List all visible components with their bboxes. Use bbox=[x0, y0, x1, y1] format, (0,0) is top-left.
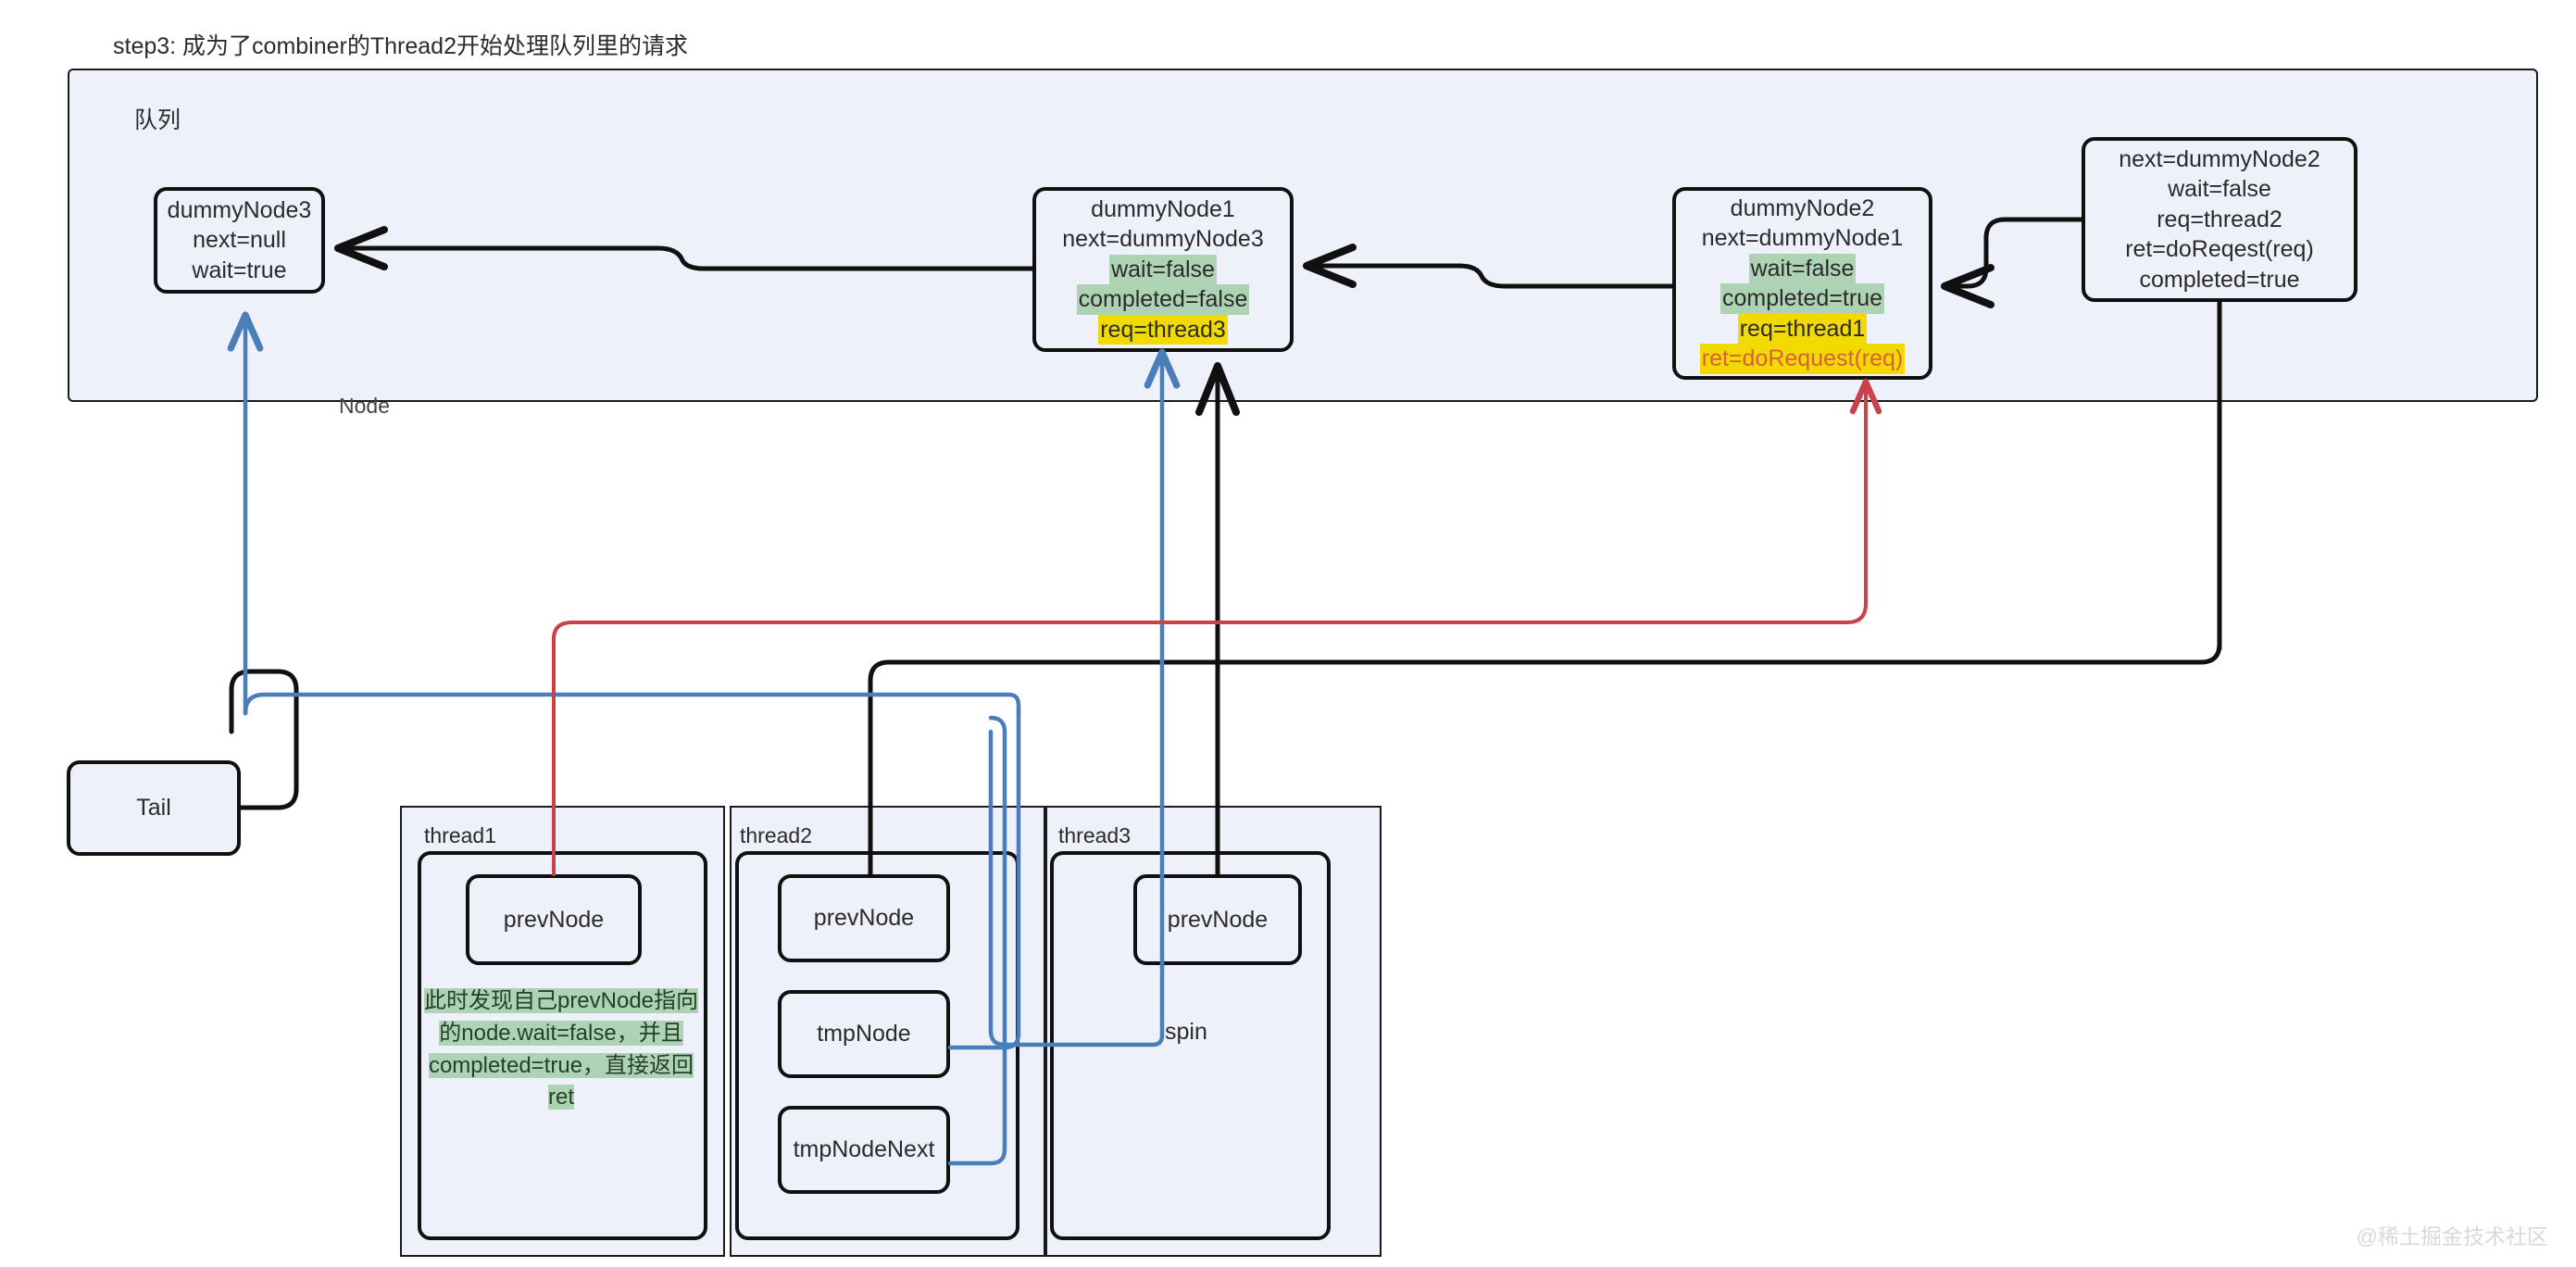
dummynode2-line-4: req=thread1 bbox=[1737, 313, 1868, 344]
thread1-title: thread1 bbox=[424, 823, 497, 847]
headnode-line-1: wait=false bbox=[2168, 176, 2271, 203]
node-dummynode3[interactable]: dummyNode3 next=null wait=true bbox=[154, 187, 325, 294]
node-dummynode1[interactable]: dummyNode1 next=dummyNode3 wait=false co… bbox=[1032, 187, 1294, 352]
headnode-line-0: next=dummyNode2 bbox=[2119, 145, 2320, 172]
watermark: @稀土掘金技术社区 bbox=[2356, 1224, 2548, 1248]
wire-tail-stub bbox=[229, 669, 299, 810]
page-title: step3: 成为了combiner的Thread2开始处理队列里的请求 bbox=[113, 33, 688, 59]
node-head[interactable]: next=dummyNode2 wait=false req=thread2 r… bbox=[2082, 137, 2357, 302]
thread1-prevnode-label: prevNode bbox=[503, 906, 605, 933]
wire-blue-tail-branch bbox=[239, 685, 1019, 813]
thread3-prevnode-label: prevNode bbox=[1167, 906, 1269, 933]
thread1-note: 此时发现自己prevNode指向 的node.wait=false，并且 com… bbox=[422, 985, 700, 1114]
dummynode2-line-3: completed=true bbox=[1719, 283, 1885, 314]
dummynode1-line-3: completed=false bbox=[1076, 284, 1250, 315]
dummynode1-line-0: dummyNode1 bbox=[1091, 195, 1235, 222]
node-dummynode2[interactable]: dummyNode2 next=dummyNode1 wait=false co… bbox=[1672, 187, 1932, 380]
thread1-var-prevnode[interactable]: prevNode bbox=[466, 874, 642, 965]
wire-blue-elbow-left bbox=[243, 692, 1021, 716]
thread1-note-line-0: 此时发现自己prevNode指向 bbox=[423, 988, 699, 1013]
thread1-note-line-2: completed=true，直接返回 bbox=[428, 1052, 694, 1078]
thread2-var-prevnode[interactable]: prevNode bbox=[778, 874, 950, 962]
thread2-title: thread2 bbox=[740, 823, 813, 847]
dummynode2-line-0: dummyNode2 bbox=[1730, 194, 1875, 221]
thread2-var-tmpnode[interactable]: tmpNode bbox=[778, 990, 950, 1078]
node-tail[interactable]: Tail bbox=[67, 760, 241, 856]
dummynode3-line-0: dummyNode3 bbox=[167, 196, 312, 223]
dummynode1-line-2: wait=false bbox=[1109, 254, 1217, 285]
dummynode2-line-2: wait=false bbox=[1748, 253, 1857, 283]
thread1-note-line-3: ret bbox=[547, 1085, 574, 1110]
thread3-title: thread3 bbox=[1058, 823, 1132, 847]
thread2-tmpnodenext-label: tmpNodeNext bbox=[793, 1136, 935, 1162]
dummynode1-line-4: req=thread3 bbox=[1098, 314, 1228, 345]
thread2-prevnode-label: prevNode bbox=[813, 905, 915, 931]
dummynode3-line-2: wait=true bbox=[192, 257, 287, 283]
dummynode3-line-1: next=null bbox=[193, 227, 286, 254]
headnode-line-3: ret=doReqest(req) bbox=[2125, 236, 2314, 263]
headnode-line-4: completed=true bbox=[2139, 266, 2300, 293]
thread3-var-prevnode[interactable]: prevNode bbox=[1133, 874, 1302, 965]
thread2-tmpnode-label: tmpNode bbox=[817, 1021, 911, 1047]
thread1-note-line-1: 的node.wait=false，并且 bbox=[439, 1020, 683, 1046]
queue-label: 队列 bbox=[134, 107, 181, 133]
tail-label: Tail bbox=[136, 795, 171, 821]
thread3-spin-label: spin bbox=[1165, 1019, 1207, 1045]
dummynode2-line-5: ret=doRequest(req) bbox=[1699, 344, 1906, 374]
headnode-line-2: req=thread2 bbox=[2157, 206, 2282, 232]
dummynode1-line-1: next=dummyNode3 bbox=[1062, 226, 1264, 253]
thread2-var-tmpnodenext[interactable]: tmpNodeNext bbox=[778, 1106, 950, 1194]
dummynode2-line-1: next=dummyNode1 bbox=[1701, 225, 1904, 251]
node-caption: Node bbox=[339, 394, 390, 418]
arrow-red-thread1-prevnode-to-dummynode2 bbox=[552, 378, 1882, 876]
